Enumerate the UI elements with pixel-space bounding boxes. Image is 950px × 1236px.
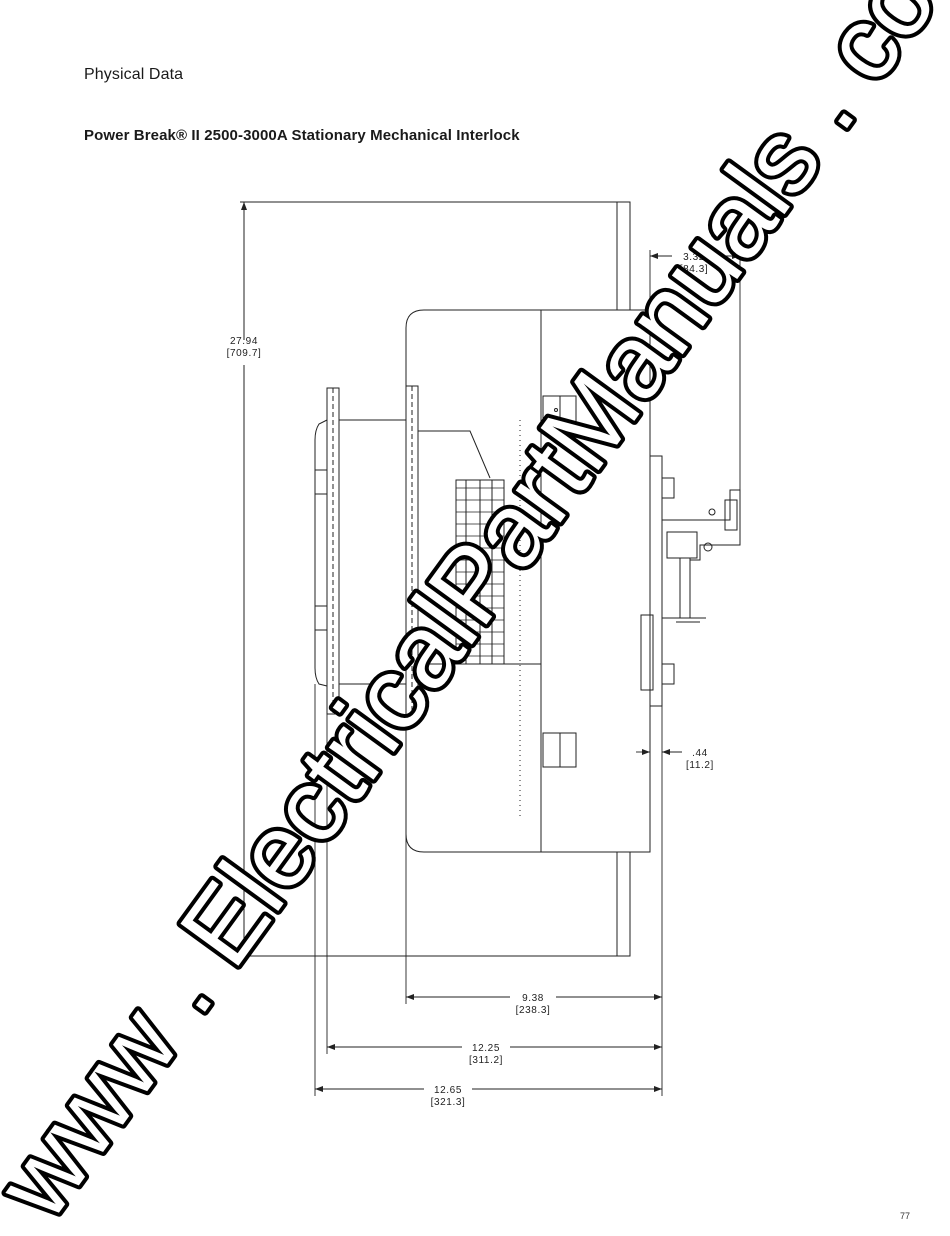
terminal-cells [456, 487, 504, 657]
dim-top-right-inches: 3.32 [683, 252, 705, 263]
rear-plate-lower [616, 851, 631, 957]
interlock-bracket [666, 531, 698, 559]
dim-offset-mm: [11.2] [686, 760, 714, 771]
dim-depth-3-inches: 12.65 [434, 1085, 462, 1096]
breaker-body [405, 309, 651, 853]
interlock-linkage [662, 489, 741, 561]
dim-depth-3-mm: [321.3] [431, 1097, 466, 1108]
front-bezel [314, 419, 328, 687]
dim-height-mm: [709.7] [227, 348, 262, 359]
rear-plate-upper [616, 201, 631, 311]
dim-offset-inches: .44 [692, 748, 708, 759]
dim-depth-1-inches: 9.38 [522, 993, 544, 1004]
lower-stud [661, 663, 675, 685]
rear-plate [649, 455, 663, 707]
page-number: 77 [899, 1211, 910, 1221]
dim-height-inches: 27.94 [230, 336, 258, 347]
upper-stud [661, 477, 675, 499]
dim-depth-1-mm: [238.3] [516, 1005, 551, 1016]
dim-top-right-mm: [84.3] [680, 264, 709, 275]
dim-depth-2-inches: 12.25 [472, 1043, 500, 1054]
dim-depth-2-mm: [311.2] [469, 1055, 503, 1066]
figure-title: Power Break® II 2500-3000A Stationary Me… [84, 127, 520, 144]
page-heading: Physical Data [84, 66, 184, 83]
